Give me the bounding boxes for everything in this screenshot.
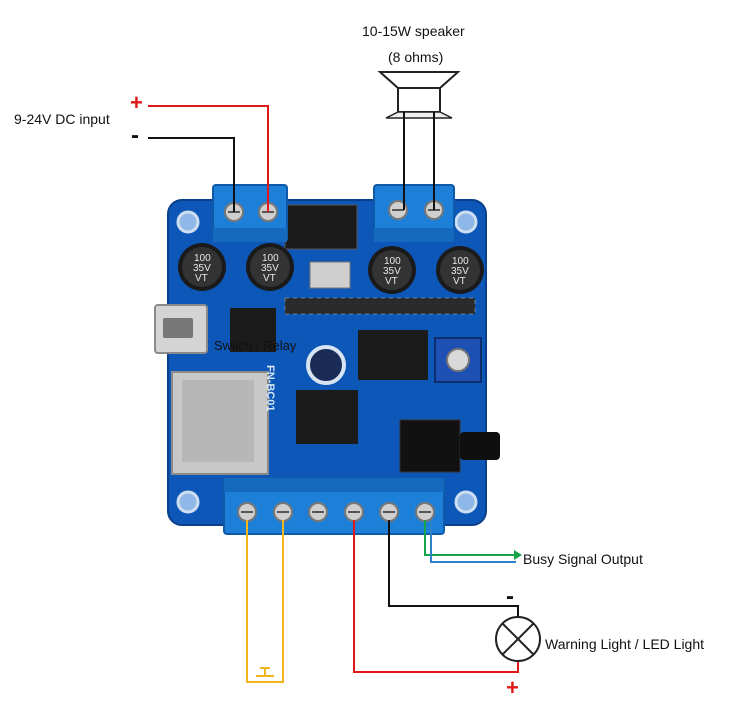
capacitor bbox=[178, 243, 226, 291]
dc-input-label: 9-24V DC input bbox=[14, 111, 110, 127]
screw-icon bbox=[388, 200, 408, 220]
red-power-wire bbox=[148, 105, 269, 212]
light-plus-symbol: + bbox=[506, 675, 519, 700]
light-minus-symbol: - bbox=[506, 583, 514, 610]
blue-busy-wire bbox=[430, 520, 516, 563]
yellow-switch-wire-left bbox=[246, 520, 256, 683]
screw-icon bbox=[308, 502, 328, 522]
capacitor-3-voltage: 35V bbox=[383, 266, 401, 277]
capacitor bbox=[368, 246, 416, 294]
screw-icon bbox=[273, 502, 293, 522]
black-light-wire bbox=[388, 520, 519, 616]
capacitor-4-value: 100 bbox=[452, 256, 469, 267]
lamp-icon bbox=[495, 616, 541, 662]
capacitor bbox=[246, 243, 294, 291]
output-terminal-block bbox=[223, 477, 445, 535]
yellow-switch-wire-right bbox=[274, 520, 284, 683]
warning-light-label: Warning Light / LED Light bbox=[545, 636, 705, 652]
speaker-icon bbox=[377, 71, 461, 119]
capacitor-3-mark: VT bbox=[385, 276, 398, 287]
screw-icon bbox=[237, 502, 257, 522]
red-light-wire bbox=[353, 520, 519, 673]
screw-icon bbox=[344, 502, 364, 522]
capacitor-4-voltage: 35V bbox=[451, 266, 469, 277]
capacitor-2-voltage: 35V bbox=[261, 263, 279, 274]
push-button-icon bbox=[256, 667, 274, 683]
capacitor-3-value: 100 bbox=[384, 256, 401, 267]
black-power-wire bbox=[148, 137, 235, 212]
busy-signal-label: Busy Signal Output bbox=[523, 551, 643, 567]
capacitor-1-mark: VT bbox=[195, 273, 208, 284]
speaker-title: 10-15W speaker bbox=[362, 23, 465, 39]
speaker-impedance: (8 ohms) bbox=[388, 49, 444, 65]
capacitor-1-voltage: 35V bbox=[193, 263, 211, 274]
capacitor-1-value: 100 bbox=[194, 253, 211, 264]
screw-icon bbox=[415, 502, 435, 522]
capacitor-2-mark: VT bbox=[263, 273, 276, 284]
switch-relay-label: Switch / Relay bbox=[214, 338, 297, 353]
dc-minus-symbol: - bbox=[131, 122, 139, 149]
capacitor-4-mark: VT bbox=[453, 276, 466, 287]
dc-plus-symbol: + bbox=[130, 90, 143, 115]
board-model: FN-BC01 bbox=[264, 365, 276, 412]
screw-icon bbox=[379, 502, 399, 522]
capacitor-2-value: 100 bbox=[262, 253, 279, 264]
capacitor bbox=[436, 246, 484, 294]
busy-arrowhead bbox=[514, 550, 522, 560]
green-busy-wire bbox=[424, 520, 514, 556]
